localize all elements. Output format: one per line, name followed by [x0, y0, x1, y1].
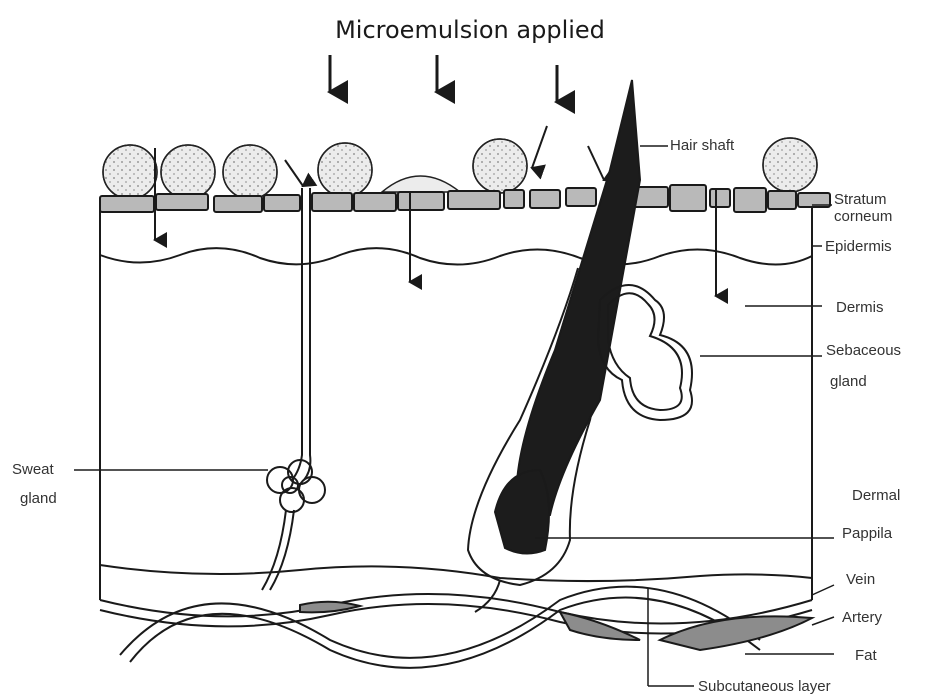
corneocyte	[530, 190, 560, 208]
droplet	[161, 145, 215, 199]
hair-bulb	[495, 470, 549, 554]
corneocyte	[100, 196, 154, 212]
label-pappila: Pappila	[842, 525, 893, 542]
fat-deposit	[660, 616, 812, 650]
labels: Hair shaft Stratum corneum Epidermis Der…	[12, 137, 901, 694]
sweat-gland-stalk	[262, 510, 286, 590]
gland-lobe-inner	[608, 293, 682, 410]
skin-outline	[100, 200, 812, 600]
corneocyte	[710, 189, 730, 207]
label-sebaceous-1: Sebaceous	[826, 342, 901, 359]
corneocyte	[566, 188, 596, 206]
applied-arrows	[330, 55, 557, 102]
droplet	[473, 139, 527, 193]
label-sebaceous-2: gland	[830, 373, 867, 390]
sweat-gland-stalk-inner	[270, 510, 294, 590]
artery	[120, 587, 760, 658]
droplet	[763, 138, 817, 192]
label-sweat-2: gland	[20, 490, 57, 507]
label-stratum-1: Stratum	[834, 191, 887, 208]
corneocyte	[398, 192, 444, 210]
label-sweat-1: Sweat	[12, 461, 55, 478]
artery-leader	[812, 617, 834, 625]
sweat-duct-inner	[304, 188, 310, 480]
sweat-gland	[262, 188, 325, 590]
corneocyte	[670, 185, 706, 211]
epidermis-boundary	[100, 248, 812, 264]
label-fat: Fat	[855, 647, 878, 664]
label-subcutaneous: Subcutaneous layer	[698, 678, 831, 694]
hair-shaft	[517, 80, 640, 520]
label-vein: Vein	[846, 571, 875, 588]
flattened-droplet	[382, 176, 460, 192]
gland-coil	[280, 488, 304, 512]
gland-coil	[299, 477, 325, 503]
corneocyte	[312, 193, 352, 211]
label-epidermis: Epidermis	[825, 238, 892, 255]
label-stratum-2: corneum	[834, 208, 892, 225]
label-artery: Artery	[842, 609, 883, 626]
corneocyte	[448, 191, 500, 209]
subcutaneous-boundary	[100, 565, 812, 581]
label-hair-shaft: Hair shaft	[670, 137, 735, 154]
droplet	[318, 143, 372, 197]
label-dermal: Dermal	[852, 487, 900, 504]
droplet	[223, 145, 277, 199]
corneocyte	[734, 188, 766, 212]
corneocyte	[214, 196, 262, 212]
vein	[100, 594, 812, 623]
corneocyte	[768, 191, 796, 209]
label-dermis: Dermis	[836, 299, 884, 316]
sweat-duct	[292, 188, 302, 480]
corneocyte	[156, 194, 208, 210]
corneocyte	[504, 190, 524, 208]
corneocyte	[264, 195, 300, 211]
angled-arrow	[532, 126, 547, 168]
droplet	[103, 145, 157, 199]
fat-deposit	[560, 612, 640, 640]
corneocyte	[354, 193, 396, 211]
vein-leader	[812, 585, 834, 595]
diagram-title: Microemulsion applied	[335, 16, 605, 44]
angled-arrow	[285, 160, 303, 186]
subcutaneous-vessels	[100, 587, 812, 668]
angled-arrow	[588, 146, 604, 180]
